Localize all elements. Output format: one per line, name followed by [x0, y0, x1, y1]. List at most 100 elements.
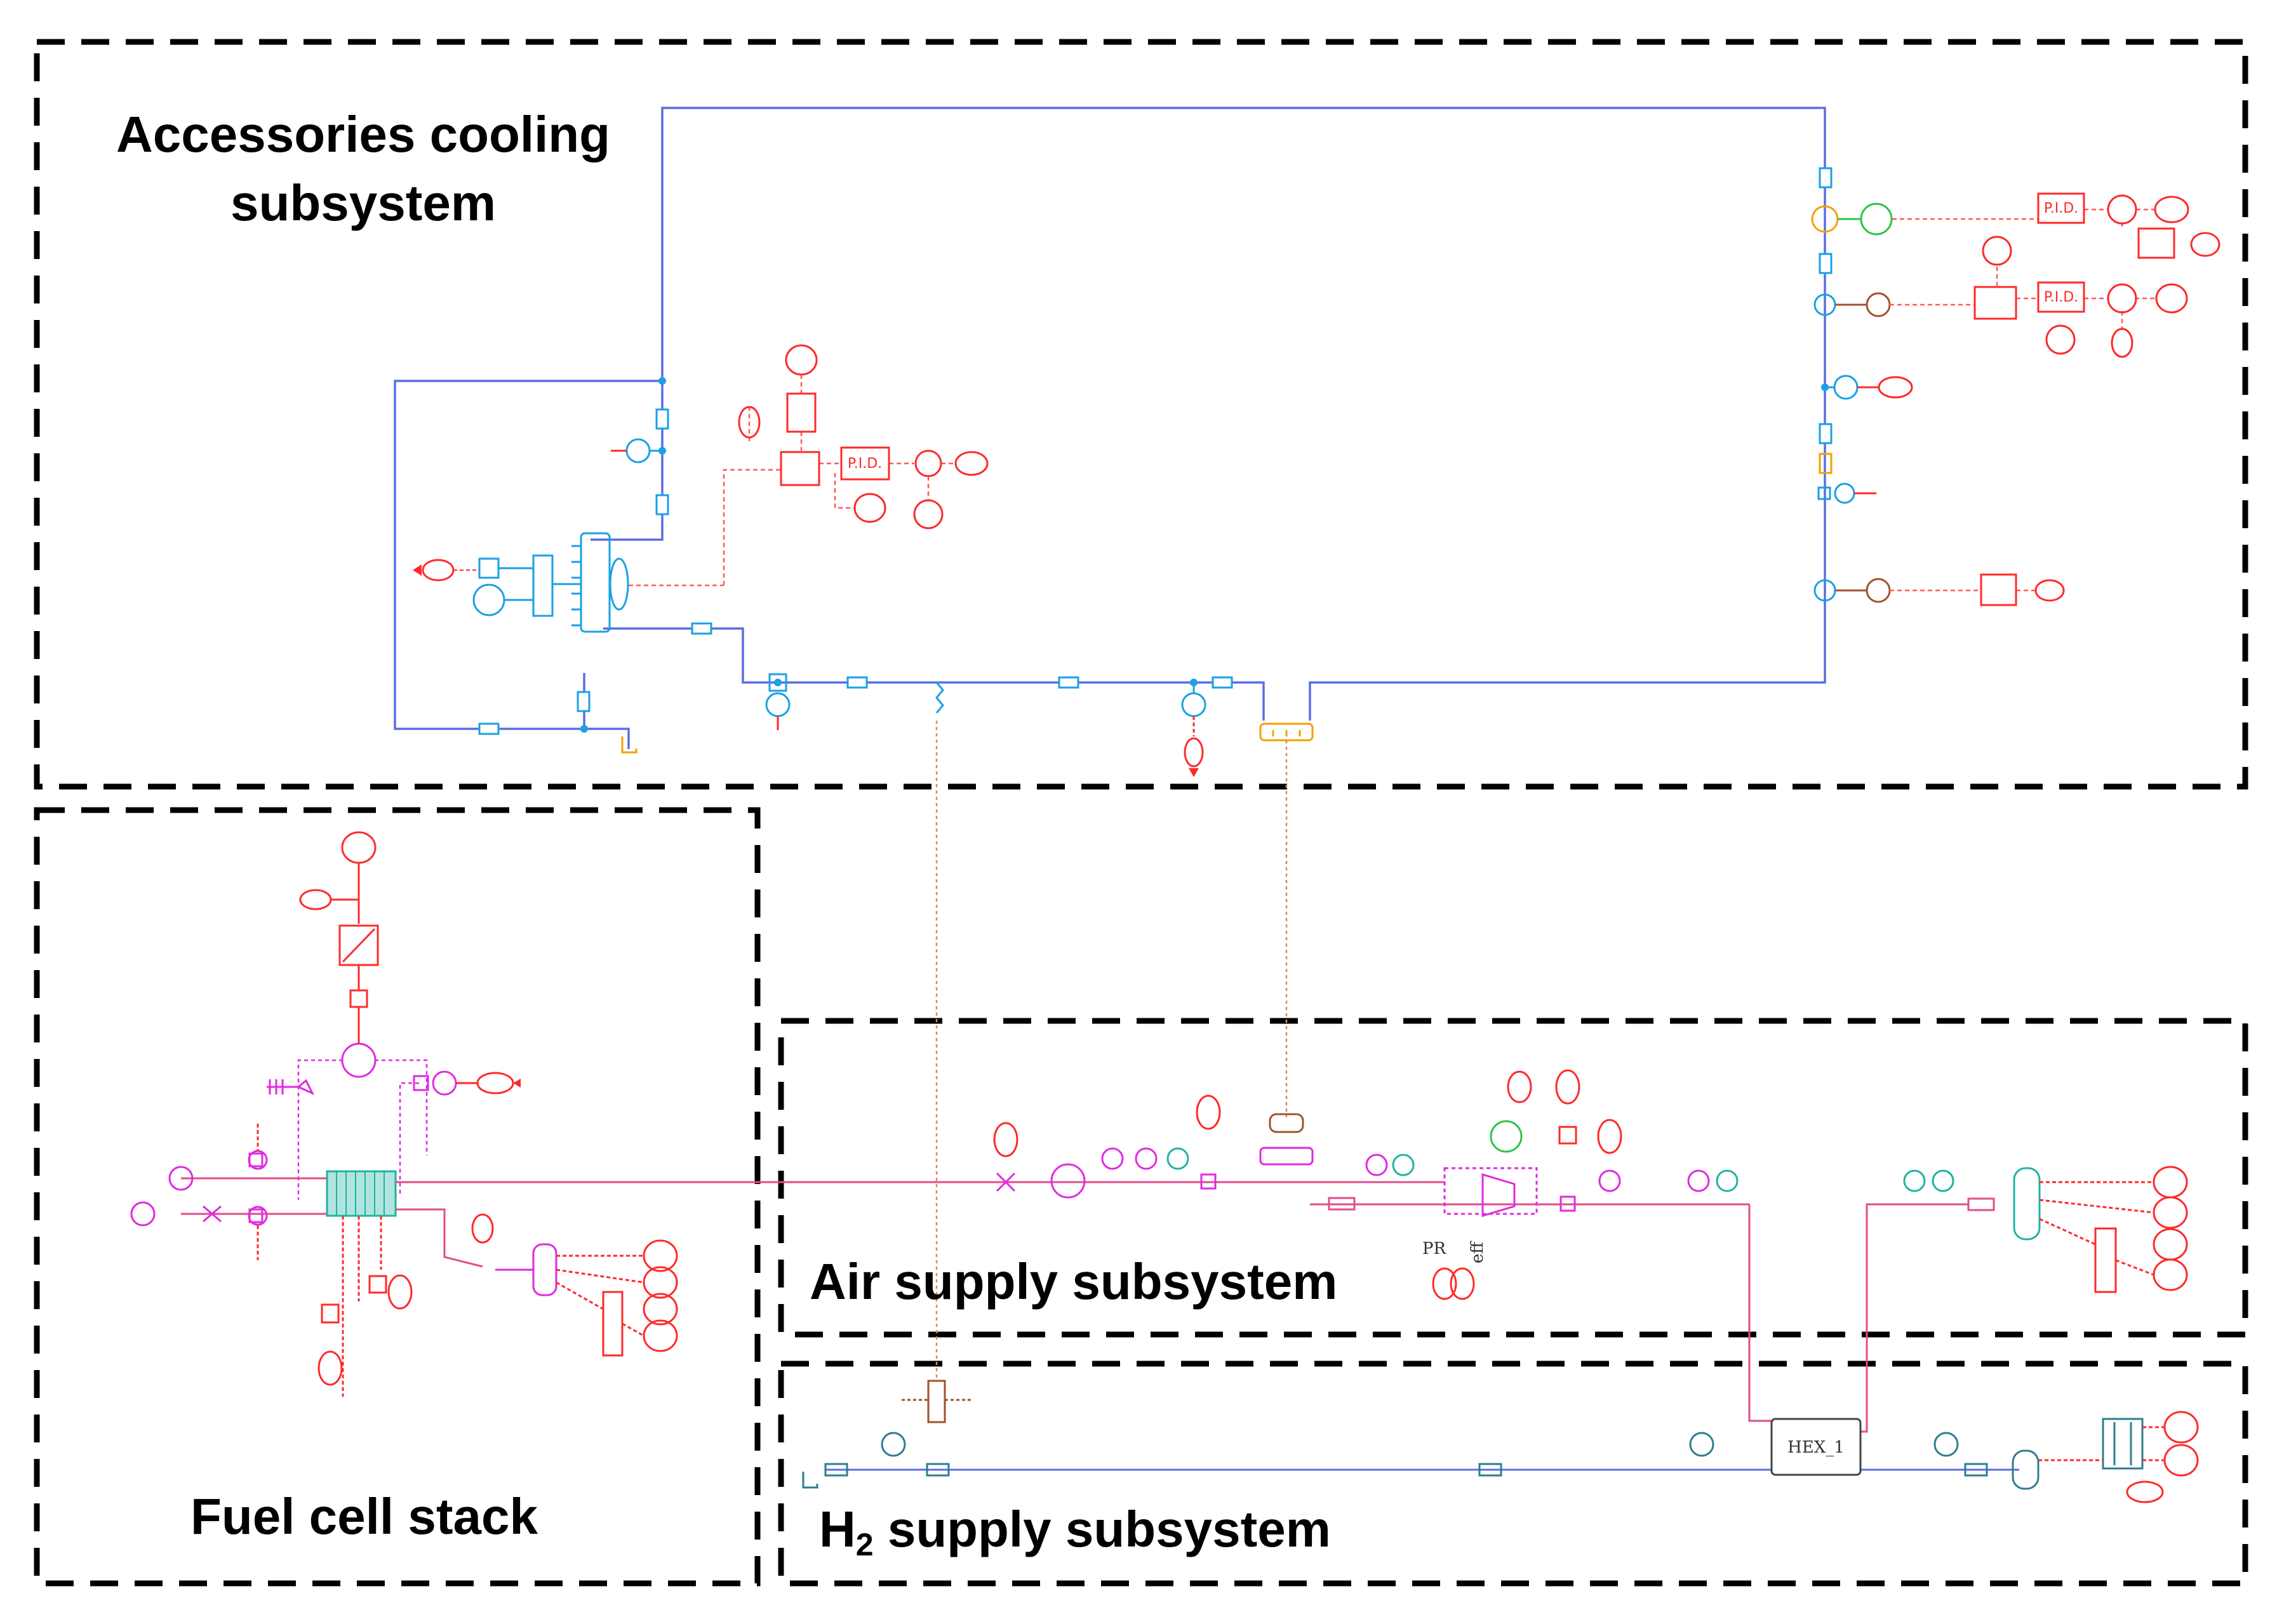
pipe-segment [824, 1463, 848, 1477]
function-block [786, 392, 817, 433]
signal-source [299, 889, 332, 910]
current-sensor [413, 1075, 429, 1091]
pr-label: PR [1422, 1239, 1446, 1258]
pipe-segment [1964, 1463, 1988, 1477]
velocity-source [472, 583, 505, 616]
thermal-links [935, 721, 1288, 1379]
temperature-sensor [1598, 1169, 1621, 1192]
cooling-title-line2: subsystem [230, 175, 496, 231]
electrical-ground [267, 1079, 315, 1096]
air-supply-diagram [993, 1069, 2188, 1433]
multiplier-icon [2107, 283, 2137, 314]
brown-shaft-icon [1866, 292, 1891, 317]
compressor-icon [1481, 1173, 1516, 1218]
signal-source [785, 344, 818, 376]
eff-label: eff [1468, 1241, 1487, 1263]
pressure-sensor [1101, 1147, 1124, 1170]
switch-block [1973, 286, 2017, 320]
fan-control-blocks [738, 344, 989, 529]
gain-block [321, 1303, 340, 1324]
signal-output [387, 1274, 413, 1310]
pipe-connector [655, 408, 669, 430]
h2-title-prefix: H [819, 1501, 856, 1557]
fan-icon [609, 557, 629, 611]
heat-exchanger-label: HEX_1 [1787, 1438, 1845, 1457]
pid-label: P.I.D. [848, 456, 882, 472]
signal-source [1982, 236, 2012, 266]
pipe-connector [1819, 423, 1833, 444]
humidity-sensor [1932, 1169, 1954, 1192]
signal-output [317, 1350, 343, 1386]
gain-block [532, 554, 554, 617]
pid-controller [2037, 281, 2085, 313]
air-subsystem-title: Air supply subsystem [810, 1253, 1338, 1310]
signal-output [1597, 1119, 1622, 1154]
pipe-connector [655, 494, 669, 516]
humidity-sensor [1392, 1154, 1415, 1176]
signal-source [2155, 283, 2188, 314]
h2-title-suffix: supply subsystem [873, 1501, 1331, 1557]
gain-block [478, 557, 500, 579]
gas-source [130, 1201, 156, 1227]
signal-source [954, 451, 989, 476]
pipe-connector [478, 722, 500, 735]
signal-source [738, 406, 761, 439]
signal-source [853, 493, 886, 523]
pipe-segment [1478, 1463, 1502, 1477]
flow-sensor [1559, 1195, 1576, 1212]
motor-icon [1490, 1120, 1523, 1153]
stack-outlet-manifold [495, 1239, 678, 1357]
h2-source [2012, 1449, 2040, 1490]
frame-stack [34, 807, 761, 1587]
humidity-sensor [1903, 1169, 1926, 1192]
temperature-sensor [1833, 375, 1859, 400]
temperature-sensor [1135, 1147, 1158, 1170]
radiator-assembly [472, 532, 629, 633]
humidifier [1050, 1163, 1086, 1199]
signal-source [913, 499, 944, 529]
stack-diagram [299, 831, 521, 1096]
air-source [2013, 1167, 2041, 1241]
heat-exchanger [1770, 1418, 1862, 1476]
thermal-node [927, 1380, 946, 1423]
pid-controller [2037, 192, 2085, 224]
temperature-sensor [881, 1432, 906, 1457]
velocity-input [413, 559, 479, 582]
pipe-connector [846, 676, 868, 689]
coolant-temp-sensor [1181, 682, 1206, 777]
signal-source [2034, 579, 2065, 602]
pipe-connector [1819, 167, 1833, 189]
signal-output [1196, 1095, 1221, 1130]
fuel-cell-stack [326, 1170, 397, 1217]
mass-flow-sensor [1200, 1173, 1217, 1190]
pipe-connector [1058, 676, 1079, 689]
stack-piping [130, 1124, 1260, 1397]
switch-block [780, 451, 820, 486]
gain-block [1558, 1126, 1577, 1145]
frame-air [778, 1018, 2248, 1338]
compressor-frame [1443, 1167, 1538, 1215]
gain-block [349, 989, 368, 1008]
table-block [1980, 573, 2017, 606]
table-block [2137, 227, 2175, 259]
stack-subsystem-title: Fuel cell stack [190, 1488, 538, 1545]
frame-h2 [778, 1361, 2248, 1587]
signal-source [2111, 328, 2133, 358]
pid-controller [840, 446, 890, 481]
multiplier-icon [2107, 194, 2137, 225]
signal-output [1432, 1267, 1457, 1300]
signal-source [2045, 324, 2076, 355]
multiplier-icon [914, 449, 942, 477]
h2-title-subscript: 2 [855, 1527, 874, 1562]
right-control-signals [1890, 208, 2156, 592]
tank-icon [621, 736, 638, 754]
green-motor-icon [1860, 203, 1893, 236]
flow-sensor [1834, 483, 1855, 504]
frame-cooling [34, 39, 2248, 790]
power-icon [341, 1042, 377, 1078]
brown-shaft-icon [1866, 578, 1891, 603]
signal-source [471, 1213, 494, 1244]
coolant-heater [935, 682, 944, 714]
